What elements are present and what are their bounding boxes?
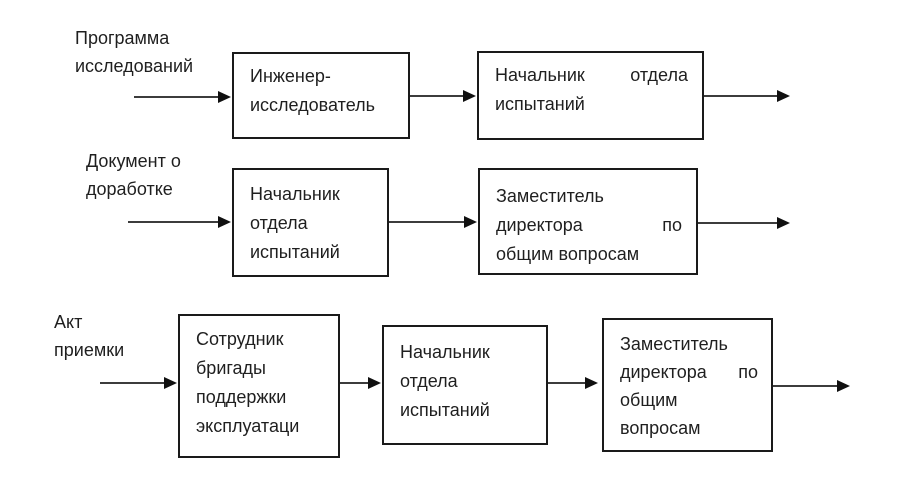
flow2-arrow-output: [698, 217, 790, 229]
flow1-arrow-input: [134, 91, 231, 103]
box-text-line: Начальник: [250, 184, 340, 204]
input-label-research-program: Программа исследований: [75, 24, 193, 80]
box-text-word: директора: [496, 215, 583, 235]
flow3-arrow-middle-1: [340, 377, 381, 389]
flow1-arrow-output: [704, 90, 790, 102]
box-text-line: испытаний: [495, 94, 585, 114]
box-text-line: поддержки: [196, 387, 287, 407]
input-label-line: Документ о: [86, 151, 181, 171]
box-testing-dept-head-1: Начальник отдела испытаний: [477, 51, 704, 140]
box-text-line: испытаний: [250, 242, 340, 262]
box-text-word: по: [738, 362, 758, 382]
box-support-team-member: Сотрудник бригады поддержки эксплуатаци: [178, 314, 340, 458]
flow1-arrow-middle: [410, 90, 476, 102]
flow3-arrow-input: [100, 377, 177, 389]
box-text-line: эксплуатаци: [196, 416, 300, 436]
box-text-line: отдела: [250, 213, 308, 233]
input-label-line: приемки: [54, 340, 125, 360]
box-text-line: Сотрудник: [196, 329, 284, 349]
box-text-line: вопросам: [620, 418, 701, 438]
box-text-line: общим вопросам: [496, 244, 640, 264]
input-label-line: Программа: [75, 28, 170, 48]
flow3-arrow-middle-2: [548, 377, 598, 389]
box-text-line: Заместитель: [496, 186, 604, 206]
input-label-revision-document: Документ о доработке: [86, 147, 181, 203]
box-text-word: отдела: [630, 65, 688, 85]
box-deputy-director-general-2: Заместитель директора по общим вопросам: [602, 318, 773, 452]
flow2-arrow-input: [128, 216, 231, 228]
flow3-arrow-output: [773, 380, 850, 392]
box-text-line: Заместитель: [620, 334, 728, 354]
box-text-line: общим: [620, 390, 678, 410]
box-text-line: Инженер-: [250, 66, 331, 86]
box-text-line: Начальник отдела: [495, 61, 688, 90]
box-testing-dept-head-3: Начальник отдела испытаний: [382, 325, 548, 445]
box-text-line: испытаний: [400, 400, 490, 420]
flow2-arrow-middle: [389, 216, 477, 228]
box-text-line: исследователь: [250, 95, 375, 115]
box-text-word: по: [662, 215, 682, 235]
box-engineer-researcher: Инженер- исследователь: [232, 52, 410, 139]
box-text-line: бригады: [196, 358, 266, 378]
box-text-word: Начальник: [495, 65, 585, 85]
box-deputy-director-general-1: Заместитель директора по общим вопросам: [478, 168, 698, 275]
box-text-line: Начальник: [400, 342, 490, 362]
box-text-word: директора: [620, 362, 707, 382]
input-label-line: исследований: [75, 56, 194, 76]
box-text-line: директора по: [496, 211, 682, 240]
box-text-line: отдела: [400, 371, 458, 391]
box-text-line: директора по: [620, 358, 758, 386]
box-testing-dept-head-2: Начальник отдела испытаний: [232, 168, 389, 277]
input-label-acceptance-act: Акт приемки: [54, 308, 124, 364]
input-label-line: Акт: [54, 312, 83, 332]
input-label-line: доработке: [86, 179, 173, 199]
